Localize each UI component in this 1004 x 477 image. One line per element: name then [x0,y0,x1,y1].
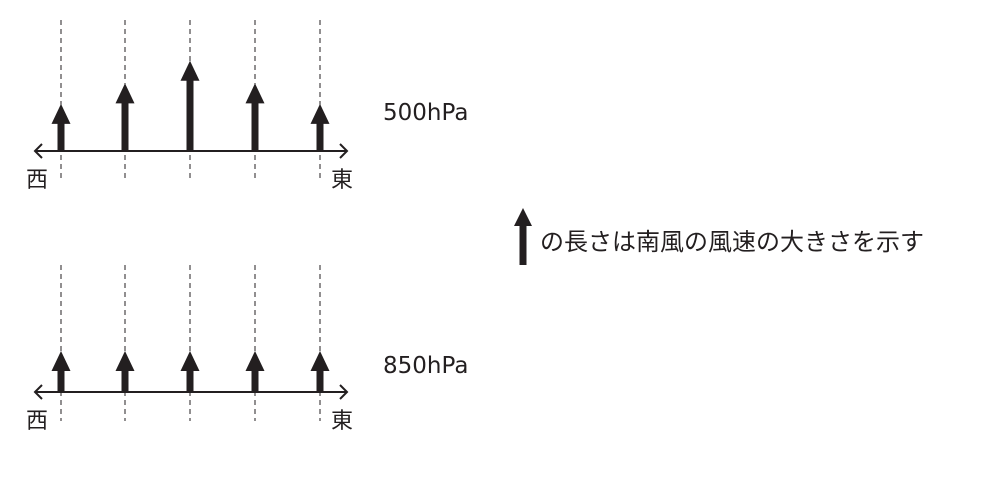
east-label: 東 [331,409,353,434]
up-arrow-icon [514,208,532,265]
wind-arrows [51,60,330,151]
west-arrowhead [33,384,43,400]
west-label: 西 [26,409,48,434]
wind-arrow-4 [245,83,265,151]
pressure-level-label: 500hPa [383,100,468,126]
wind-arrow-3 [180,351,200,392]
east-label: 東 [331,168,353,193]
wind-arrow-3 [180,60,200,151]
wind-arrow-4 [245,351,265,392]
wind-arrow-2 [115,351,135,392]
east-arrowhead [339,384,349,400]
panel-850hpa: 西 東 850hPa [26,265,468,434]
legend: の長さは南風の風速の大きさを示す [514,208,924,265]
pressure-level-label: 850hPa [383,353,468,379]
wind-arrow-1 [51,351,71,392]
wind-arrows [51,351,330,392]
panel-500hpa: 西 東 500hPa [26,20,468,193]
wind-arrow-5 [310,351,330,392]
east-arrowhead [339,143,349,159]
west-arrowhead [33,143,43,159]
west-label: 西 [26,168,48,193]
wind-arrow-1 [51,103,71,151]
legend-text: の長さは南風の風速の大きさを示す [540,228,924,256]
guide-lines [60,265,321,421]
wind-arrow-2 [115,83,135,151]
wind-arrow-5 [310,103,330,151]
